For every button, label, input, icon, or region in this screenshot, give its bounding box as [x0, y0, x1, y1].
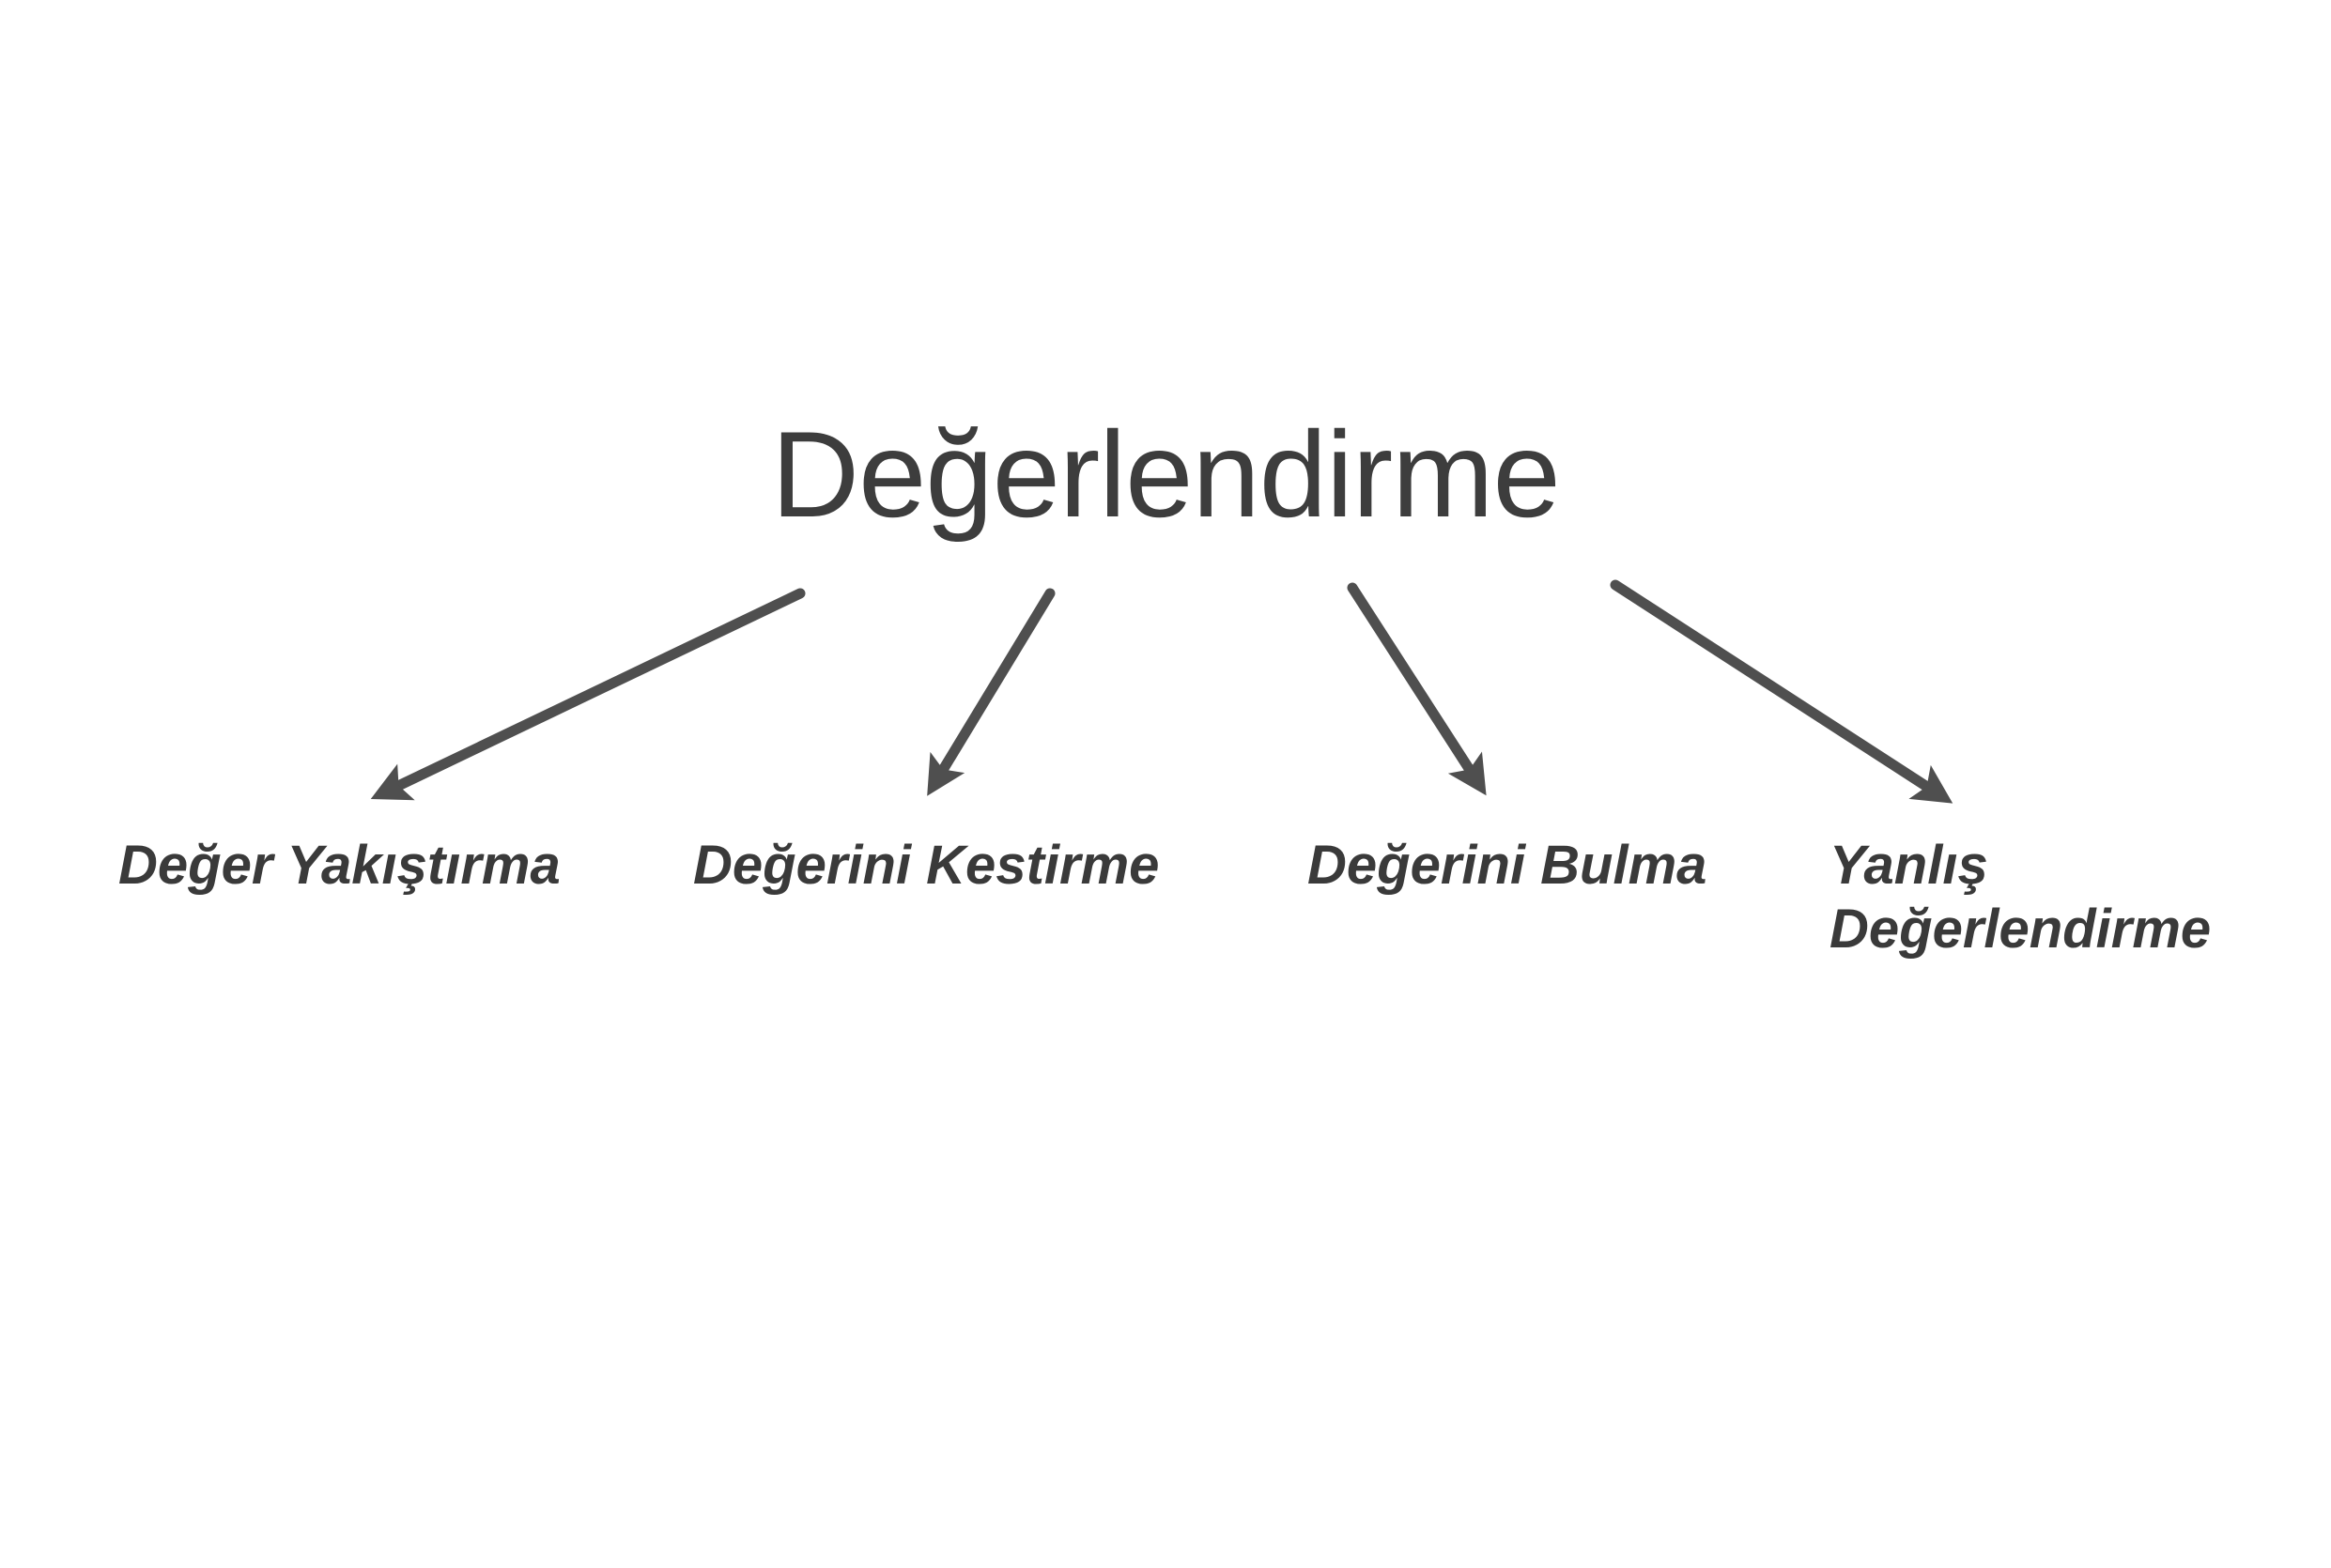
edge-arrow-2 — [927, 588, 1056, 796]
leaf-node-deger-yakistirma: Değer Yakıştırma — [118, 835, 561, 896]
root-node-title: Değerlendirme — [771, 406, 1561, 543]
edge-arrow-4 — [1610, 579, 1953, 804]
leaf-node-yanlis-degerlendirme: Yanlış Değerlendirme — [1829, 835, 2212, 960]
leaf-node-degerini-kestirme: Değerini Kestirme — [693, 835, 1160, 896]
leaf-node-degerini-bulma: Değerini Bulma — [1307, 835, 1707, 896]
edge-arrow-3 — [1347, 582, 1487, 796]
edge-arrow-1 — [370, 588, 806, 801]
